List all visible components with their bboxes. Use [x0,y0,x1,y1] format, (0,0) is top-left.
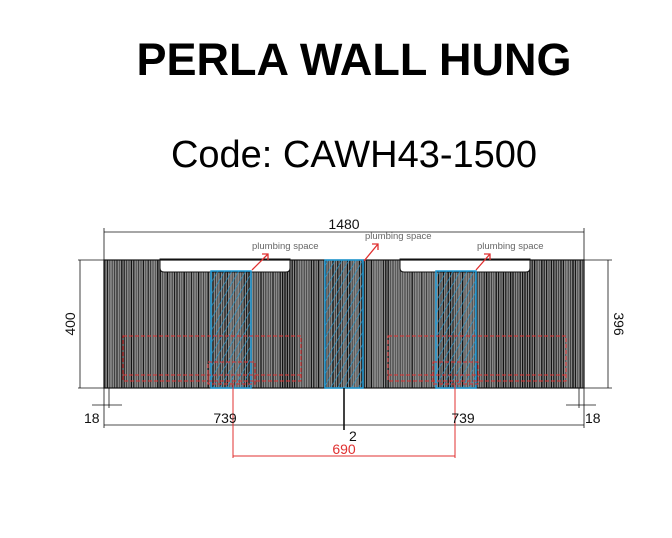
plumbing-space-label-right: plumbing space [477,241,544,252]
height-right-label: 396 [611,312,627,336]
plumbing-zone-right [435,270,477,389]
plumbing-space-label-left: plumbing space [252,241,319,252]
plumbing-zones [210,259,477,389]
plumbing-zone-left [210,270,252,389]
half-left-label: 739 [213,410,237,426]
side-left-label: 18 [84,410,100,426]
basin-cutout-left [159,258,291,273]
waste-centers-dimension [232,385,456,458]
arrow-icon [363,243,379,262]
height-left-label: 400 [62,312,78,336]
overall-width-label: 1480 [328,216,359,232]
drawer-outlines [122,335,567,385]
side-right-label: 18 [585,410,601,426]
arrow-icon [251,253,269,271]
dimension-lines [78,228,612,430]
plumbing-space-label-center: plumbing space [365,231,432,242]
plumbing-zone-center [324,259,364,389]
half-right-label: 739 [451,410,475,426]
waste-centers-label: 690 [332,441,356,457]
plumbing-arrows [251,243,491,271]
gap-label: 2 [349,428,357,444]
product-title: PERLA WALL HUNG [136,34,572,85]
basin-cutout-right [399,258,531,273]
product-code: Code: CAWH43-1500 [170,134,538,176]
arrow-icon [475,253,491,271]
